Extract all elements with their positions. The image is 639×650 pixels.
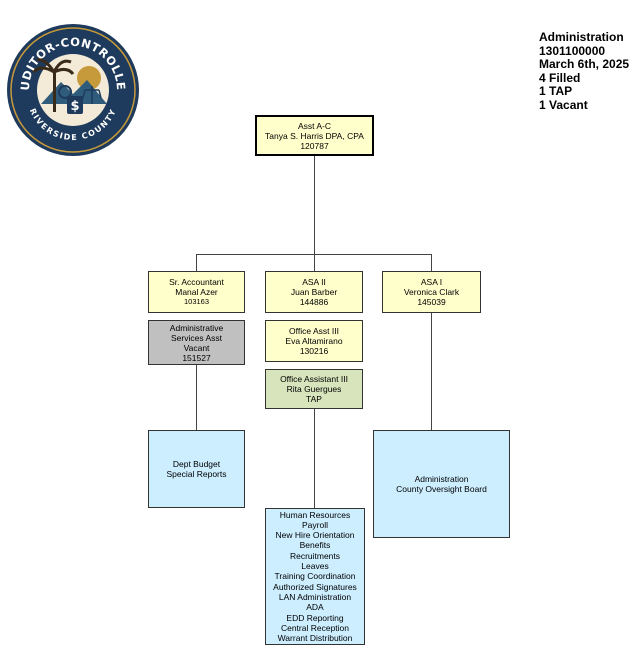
department-code: 1301100000	[539, 43, 606, 58]
mid-head-name: Juan Barber	[290, 287, 338, 297]
duty-item: Payroll	[302, 519, 328, 530]
org-box-asa-i: ASA I Veronica Clark 145039	[382, 271, 481, 313]
connector-middle-duties	[314, 409, 315, 508]
mid-sub2-id: TAP	[306, 394, 322, 404]
duty-item: Training Coordination	[274, 571, 356, 582]
duties-box-left: Dept Budget Special Reports	[148, 430, 245, 508]
left-head-title: Sr. Accountant	[169, 277, 224, 287]
connector-middle-down	[314, 254, 315, 271]
duty-item: Central Reception	[280, 622, 350, 633]
filled-count: 4 Filled	[539, 70, 581, 85]
org-box-office-assistant-iii-tap: Office Assistant III Rita Guergues TAP	[265, 369, 363, 409]
top-id: 120787	[300, 140, 329, 151]
connector-right-duties	[431, 313, 432, 430]
vacant-count: 1 Vacant	[539, 97, 588, 112]
duty-item: County Oversight Board	[396, 484, 487, 494]
left-sub-id: 151527	[182, 352, 211, 363]
header-info: Administration 1301100000 March 6th, 202…	[539, 30, 630, 112]
connector-top-down	[314, 155, 315, 255]
org-box-admin-services-asst: Administrative Services Asst Vacant 1515…	[148, 320, 245, 365]
duty-item: Benefits	[299, 540, 331, 551]
duty-item: Leaves	[301, 561, 329, 572]
connector-left-down	[196, 254, 197, 271]
org-box-office-asst-iii: Office Asst III Eva Altamirano 130216	[265, 320, 363, 362]
tap-count: 1 TAP	[539, 84, 573, 98]
duty-item: Administration	[414, 474, 469, 484]
org-box-asst-ac: Asst A-C Tanya S. Harris DPA, CPA 120787	[255, 115, 374, 156]
top-name: Tanya S. Harris DPA, CPA	[265, 130, 364, 141]
mid-sub2-name: Rita Guergues	[286, 384, 342, 394]
right-head-id: 145039	[417, 297, 446, 307]
mid-sub2-title: Office Assistant III	[280, 374, 348, 384]
left-sub-title-2: Services Asst	[170, 332, 223, 343]
svg-text:$: $	[70, 99, 79, 114]
chart-date: March 6th, 2025	[539, 57, 630, 71]
duties-box-right: Administration County Oversight Board	[373, 430, 510, 538]
duty-item: Recruitments	[289, 550, 341, 561]
duty-item: Special Reports	[166, 469, 227, 479]
left-head-name: Manal Azer	[175, 287, 218, 297]
duty-item: Dept Budget	[172, 459, 221, 469]
left-sub-name: Vacant	[183, 342, 210, 353]
connector-right-down	[431, 254, 432, 271]
mid-sub1-name: Eva Altamirano	[285, 336, 343, 346]
org-box-sr-accountant: Sr. Accountant Manal Azer 103163	[148, 271, 245, 313]
left-head-id: 103163	[183, 297, 210, 306]
duty-item: LAN Administration	[278, 591, 352, 602]
duty-item: ADA	[306, 602, 324, 613]
right-head-title: ASA I	[420, 277, 443, 287]
duty-item: Authorized Signatures	[273, 581, 357, 592]
duty-item: EDD Reporting	[286, 612, 344, 623]
top-title: Asst A-C	[297, 120, 332, 131]
mid-head-title: ASA II	[302, 277, 326, 287]
mid-sub1-id: 130216	[299, 346, 329, 356]
duty-item: Human Resources	[279, 509, 351, 520]
duty-item: New Hire Orientation	[275, 530, 355, 541]
mid-head-id: 144886	[299, 297, 329, 307]
org-box-asa-ii: ASA II Juan Barber 144886	[265, 271, 363, 313]
right-head-name: Veronica Clark	[403, 287, 460, 297]
department-name: Administration	[539, 30, 624, 44]
duties-box-middle: Human Resources Payroll New Hire Orienta…	[265, 508, 365, 645]
mid-sub1-title: Office Asst III	[289, 326, 339, 336]
left-sub-title-1: Administrative	[169, 322, 224, 333]
connector-left-duties	[196, 365, 197, 430]
duty-item: Warrant Distribution	[277, 633, 353, 644]
